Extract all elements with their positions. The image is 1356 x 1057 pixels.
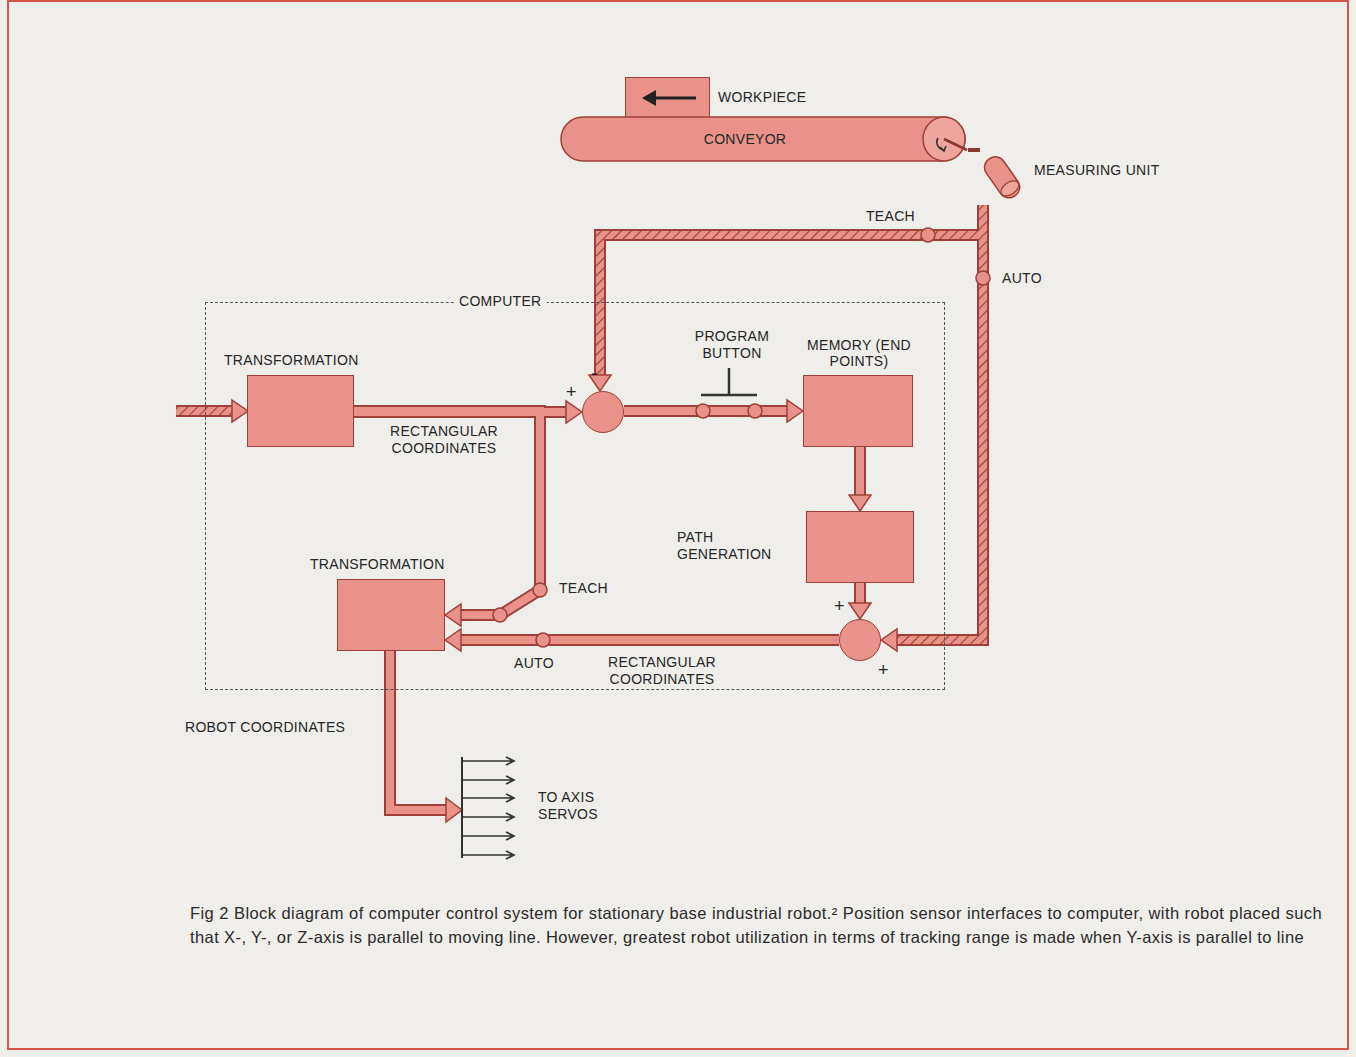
output-line — [390, 650, 446, 810]
shaft-line — [968, 148, 980, 152]
connector-heads — [354, 150, 983, 651]
encoder-end — [998, 178, 1021, 199]
connector-label: PROGRAM BUTTON — [688, 328, 776, 361]
switch-contact — [696, 404, 710, 418]
connector-outline — [600, 205, 983, 376]
sign-label: + — [878, 660, 889, 681]
measuring-shape — [980, 150, 1025, 205]
node-label: PATH GENERATION — [677, 529, 795, 562]
connector — [354, 401, 582, 423]
summing-junction: ++ — [839, 619, 881, 661]
arrowhead — [566, 401, 582, 423]
connector-label: TEACH — [557, 580, 610, 597]
direction-arrow — [654, 97, 696, 100]
node-label: CONVEYOR — [560, 131, 930, 148]
servo-bus — [461, 757, 463, 858]
switch-contact — [493, 608, 507, 622]
figure-caption: Fig 2 Block diagram of computer control … — [190, 902, 1322, 950]
switch-contact — [976, 271, 990, 285]
connector-label: AUTO — [1000, 270, 1044, 287]
connector — [445, 629, 839, 651]
memory-box: MEMORY (END POINTS) — [803, 375, 913, 447]
servo-arrows — [462, 757, 514, 859]
arrowhead — [446, 798, 462, 822]
node-label: TRANSFORMATION — [224, 352, 359, 369]
shaft — [944, 139, 967, 150]
input-line — [176, 405, 232, 417]
connector-outline — [854, 583, 866, 604]
push-button — [701, 368, 757, 395]
connector-core — [460, 636, 839, 644]
arrowhead — [232, 400, 248, 422]
measuring-unit: MEASURING UNIT — [980, 150, 1025, 205]
text-label: ROBOT COORDINATES — [185, 719, 345, 736]
input-line — [176, 407, 232, 415]
connector-label: TEACH — [864, 208, 917, 225]
connector — [589, 205, 983, 391]
text-label: AUTO — [514, 655, 554, 672]
node-label: COMPUTER — [454, 293, 547, 310]
arrowhead — [445, 604, 461, 626]
connector — [849, 447, 871, 511]
arrowhead — [849, 495, 871, 511]
direction-arrow — [642, 90, 656, 106]
process-box: TRANSFORMATION — [247, 375, 354, 447]
workpiece-box: WORKPIECE — [625, 77, 710, 118]
shaft-connector — [968, 150, 980, 151]
node-label: TRANSFORMATION — [310, 556, 445, 573]
connector-label: RECTANGULAR COORDINATES — [372, 423, 516, 456]
connector-cores — [354, 205, 983, 640]
connector-core — [856, 583, 864, 604]
node-label: + — [834, 596, 845, 617]
arrowhead — [787, 400, 803, 422]
connector-path — [600, 205, 983, 376]
process-box: TRANSFORMATION — [337, 579, 445, 651]
arrowhead — [445, 629, 461, 651]
switch-contact — [536, 633, 550, 647]
connector-outlines — [354, 205, 983, 640]
switch-contact — [921, 228, 935, 242]
arrowhead — [849, 603, 871, 619]
connector-label: RECTANGULAR COORDINATES — [585, 654, 739, 687]
node-label: + — [566, 382, 577, 403]
connector-outline — [624, 405, 788, 417]
connector-path — [860, 447, 861, 496]
switch-contact — [748, 404, 762, 418]
sign-label: - — [591, 362, 598, 386]
encoder-body — [981, 153, 1024, 202]
node-label: MEASURING UNIT — [1034, 162, 1160, 179]
computer-boundary: COMPUTERTRANSFORMATION+-MEMORY (END POIN… — [205, 302, 945, 690]
frame — [8, 1, 1348, 1049]
summing-junction: +- — [582, 391, 624, 433]
rotation-arrow — [940, 146, 946, 151]
workpiece-arrow — [626, 78, 711, 119]
belt — [561, 117, 965, 161]
connector-core — [600, 205, 983, 376]
text-label: TO AXIS SERVOS — [538, 789, 618, 822]
connector-path — [460, 640, 839, 641]
output-line — [390, 650, 446, 810]
connector-outline — [460, 634, 839, 646]
arrowhead — [881, 629, 897, 651]
node-label: MEMORY (END POINTS) — [794, 337, 924, 370]
connector-path — [860, 583, 861, 604]
node-label: WORKPIECE — [718, 89, 806, 106]
connector-path — [354, 412, 567, 413]
process-box: PATH GENERATION — [806, 511, 914, 583]
connector — [624, 400, 803, 422]
connector-outline — [854, 447, 866, 496]
connector — [849, 583, 871, 619]
conveyor: CONVEYOR — [560, 116, 968, 162]
switch-contact — [533, 583, 547, 597]
connector-core — [856, 447, 864, 496]
